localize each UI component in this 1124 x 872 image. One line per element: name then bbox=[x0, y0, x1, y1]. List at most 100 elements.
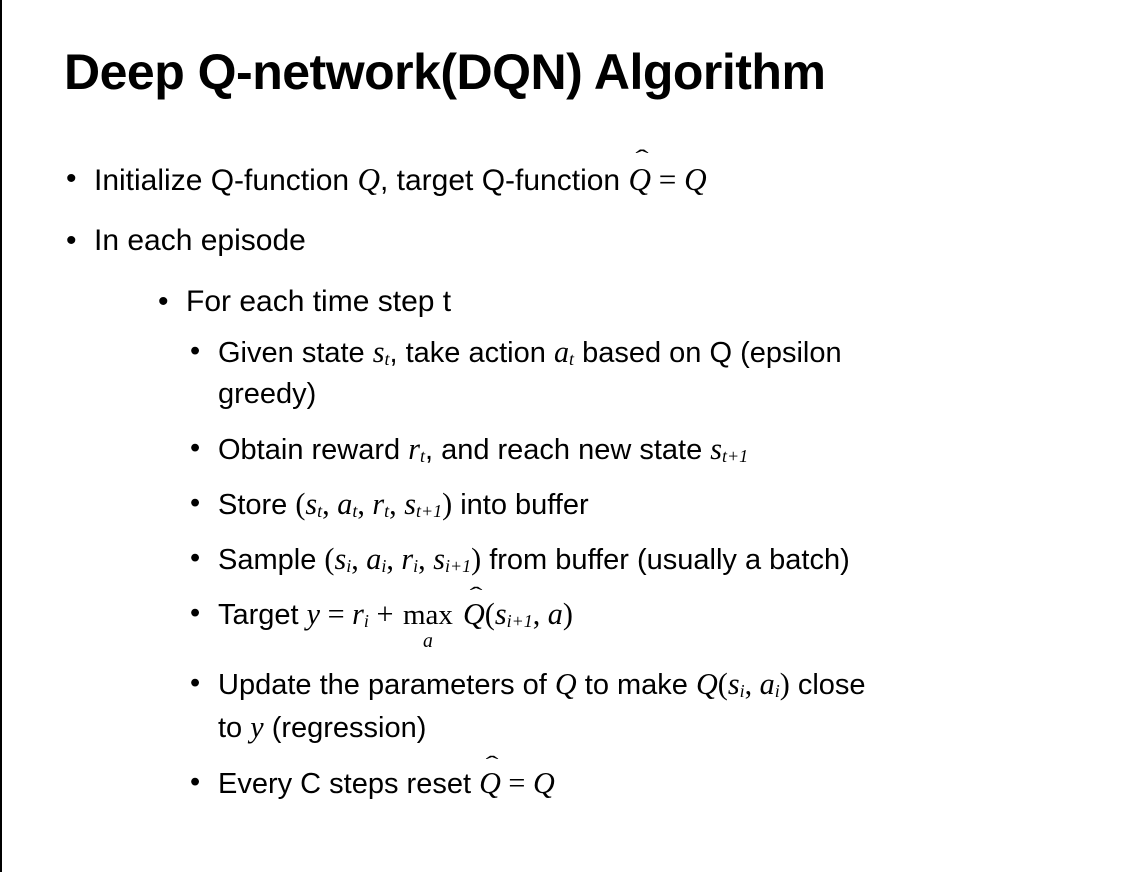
math-var: s bbox=[334, 541, 347, 576]
bullet-marker: • bbox=[158, 284, 169, 318]
math-var: r bbox=[352, 597, 364, 632]
math-var: s bbox=[305, 486, 318, 521]
math-var: s bbox=[710, 431, 723, 466]
math-var: y bbox=[250, 710, 264, 745]
math-var-subscripted: rt bbox=[372, 487, 390, 522]
math-var: s bbox=[372, 335, 385, 370]
math-var-subscripted: at bbox=[337, 486, 358, 522]
math-var: s bbox=[404, 486, 416, 521]
bullet-content: Store (st, at, rt, st+1) into buffer bbox=[218, 483, 1124, 526]
math-var-subscripted: si+1 bbox=[495, 597, 533, 631]
hat-accent: ˆ bbox=[634, 146, 649, 173]
text-run: For each time step t bbox=[186, 284, 452, 318]
math-subscript: t bbox=[317, 501, 323, 522]
math-operator: , bbox=[386, 541, 402, 576]
math-subscript: t+1 bbox=[415, 501, 443, 522]
math-subscript: t bbox=[352, 501, 358, 522]
bullet-marker: • bbox=[190, 667, 201, 700]
bullet-content: Obtain reward rt, and reach new state st… bbox=[218, 428, 1124, 471]
text-run: Store bbox=[218, 488, 296, 521]
math-operator: = bbox=[500, 765, 533, 800]
math-var: Q bbox=[684, 161, 707, 197]
math-var-subscripted: st bbox=[305, 486, 323, 522]
math-subscript: t bbox=[384, 349, 390, 370]
math-var-subscripted: si bbox=[728, 667, 745, 702]
math-operator: ) bbox=[562, 597, 573, 632]
math-subscript: i bbox=[413, 556, 419, 577]
text-run bbox=[455, 599, 463, 631]
bullet-item: • For each time step t bbox=[2, 281, 1124, 324]
math-var-subscripted: rt bbox=[408, 431, 425, 466]
math-var-subscripted: ri bbox=[352, 597, 369, 632]
bullet-content: For each time step t bbox=[186, 281, 1124, 324]
slide-title: Deep Q-network(DQN) Algorithm bbox=[64, 44, 826, 100]
math-operator: ( bbox=[484, 597, 495, 632]
math-operator: = bbox=[320, 597, 353, 632]
bullet-marker: • bbox=[190, 486, 201, 519]
bullet-item: • Obtain reward rt, and reach new state s… bbox=[2, 428, 1124, 471]
text-run: Sample bbox=[218, 543, 325, 576]
math-under-var: a bbox=[423, 629, 433, 652]
math-var: a bbox=[547, 597, 563, 632]
text-run: into buffer bbox=[452, 488, 589, 521]
math-operator: ( bbox=[324, 541, 335, 576]
math-subscript: i+1 bbox=[445, 556, 472, 577]
bullet-content: Update the parameters of Q to make Q(si,… bbox=[218, 663, 1124, 749]
bullet-marker: • bbox=[190, 431, 201, 464]
math-operator: , bbox=[351, 541, 367, 576]
math-operator: , bbox=[322, 486, 338, 521]
math-var: a bbox=[759, 667, 775, 702]
math-var: Q bbox=[554, 667, 577, 702]
math-subscript: i bbox=[774, 681, 780, 702]
text-run: based on Q (epsilon bbox=[574, 337, 842, 370]
bullet-item: • Given state st, take action at based on… bbox=[2, 331, 1124, 415]
bullet-marker: • bbox=[190, 335, 201, 368]
text-run: Every C steps reset bbox=[218, 767, 480, 800]
text-run: Update the parameters of bbox=[218, 669, 555, 702]
math-subscript: i bbox=[363, 611, 369, 632]
math-var: y bbox=[306, 597, 321, 632]
math-var: a bbox=[337, 486, 353, 521]
bullet-item: • Update the parameters of Q to make Q(si… bbox=[2, 663, 1124, 749]
math-subscript: i bbox=[739, 681, 745, 702]
text-run: Given state bbox=[218, 337, 373, 370]
bullet-content: In each episode bbox=[94, 220, 1124, 263]
bullet-list: •Initialize Q-function Q, target Q-funct… bbox=[2, 147, 1124, 805]
math-var-subscripted: ri bbox=[401, 542, 419, 577]
math-subscript: t+1 bbox=[722, 445, 749, 466]
bullet-content: Given state st, take action at based on … bbox=[218, 331, 1124, 415]
text-run: greedy) bbox=[218, 378, 317, 411]
bullet-marker: • bbox=[190, 765, 201, 798]
math-subscript: t bbox=[384, 501, 390, 522]
math-operator: , bbox=[357, 486, 373, 521]
text-run: In each episode bbox=[94, 224, 306, 258]
text-run: , target Q-function bbox=[379, 163, 629, 197]
math-subscript: i bbox=[346, 556, 352, 577]
bullet-marker: • bbox=[190, 541, 201, 574]
math-var: a bbox=[366, 541, 382, 576]
text-run: Obtain reward bbox=[218, 433, 409, 466]
text-run: to make bbox=[576, 669, 696, 702]
math-var-subscripted: ai bbox=[366, 541, 386, 576]
math-operator: , bbox=[532, 597, 548, 632]
text-run: to bbox=[218, 712, 251, 745]
math-var: Q bbox=[695, 667, 718, 702]
bullet-marker: • bbox=[66, 161, 77, 195]
math-var-subscripted: si bbox=[334, 541, 352, 577]
hat-accent: ˆ bbox=[485, 750, 499, 776]
math-operator: , bbox=[389, 486, 405, 521]
text-run: (regression) bbox=[263, 712, 427, 745]
bullet-item: •Sample (si, ai, ri, si+1) from buffer (… bbox=[2, 538, 1124, 581]
math-var: Q bbox=[357, 161, 380, 197]
math-var-subscripted: st+1 bbox=[710, 431, 749, 466]
bullet-item: • Store (st, at, rt, st+1) into buffer bbox=[2, 483, 1124, 526]
hat-accent: ˆ bbox=[469, 582, 483, 608]
math-operator: ) bbox=[779, 667, 790, 702]
math-var: r bbox=[408, 431, 420, 466]
